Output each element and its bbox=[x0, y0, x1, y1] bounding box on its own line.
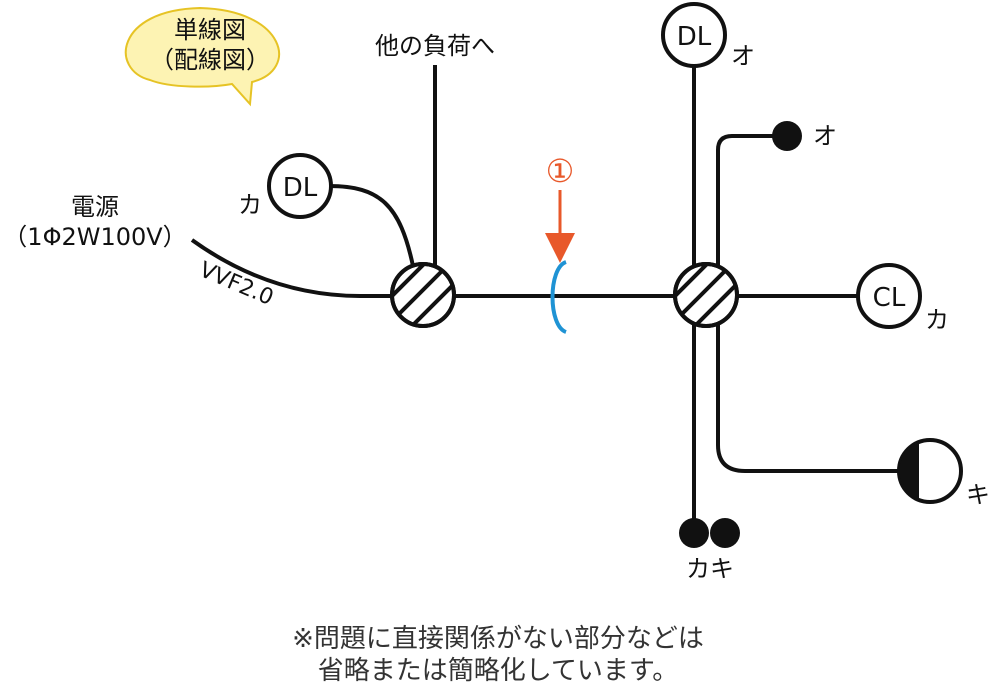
receptacle-symbol: キ bbox=[897, 438, 990, 509]
junction-box-2 bbox=[673, 262, 739, 328]
downlight-left-tag: カ bbox=[238, 191, 262, 219]
marker-number: ① bbox=[546, 152, 575, 190]
wire-switch-top bbox=[716, 134, 787, 266]
callout-line1: 単線図 bbox=[174, 16, 246, 44]
ceiling-light: CL カ bbox=[856, 263, 949, 334]
other-loads-label: 他の負荷へ bbox=[375, 32, 495, 60]
power-source-label: 電源 bbox=[71, 193, 119, 221]
ceiling-light-symbol: CL bbox=[873, 283, 906, 313]
note-line1: ※問題に直接関係がない部分などは bbox=[292, 624, 704, 654]
switch-top: オ bbox=[772, 121, 837, 151]
downlight-left: DL カ bbox=[238, 153, 333, 219]
receptacle-tag: キ bbox=[966, 481, 990, 509]
downlight-top: DL オ bbox=[661, 2, 755, 70]
switches-bottom-tag: カキ bbox=[686, 555, 734, 583]
power-source-spec: （1Φ2W100V） bbox=[3, 223, 186, 251]
clamp-mark bbox=[550, 260, 568, 334]
downlight-left-symbol: DL bbox=[283, 173, 318, 203]
wires bbox=[328, 65, 899, 532]
switches-bottom: カキ bbox=[679, 518, 740, 583]
downlight-top-tag: オ bbox=[731, 42, 755, 70]
power-feed-line bbox=[190, 238, 392, 298]
downlight-top-symbol: DL bbox=[677, 22, 712, 52]
ceiling-light-tag: カ bbox=[925, 306, 949, 334]
wire-dl-left bbox=[328, 184, 415, 267]
junction-box-1 bbox=[390, 262, 456, 328]
callout-line2: （配線図） bbox=[150, 46, 270, 74]
wire-receptacle bbox=[716, 324, 899, 473]
callout-bubble: 単線図 （配線図） bbox=[124, 6, 280, 107]
switch-top-tag: オ bbox=[813, 122, 837, 150]
note-line2: 省略または簡略化しています。 bbox=[317, 656, 679, 686]
